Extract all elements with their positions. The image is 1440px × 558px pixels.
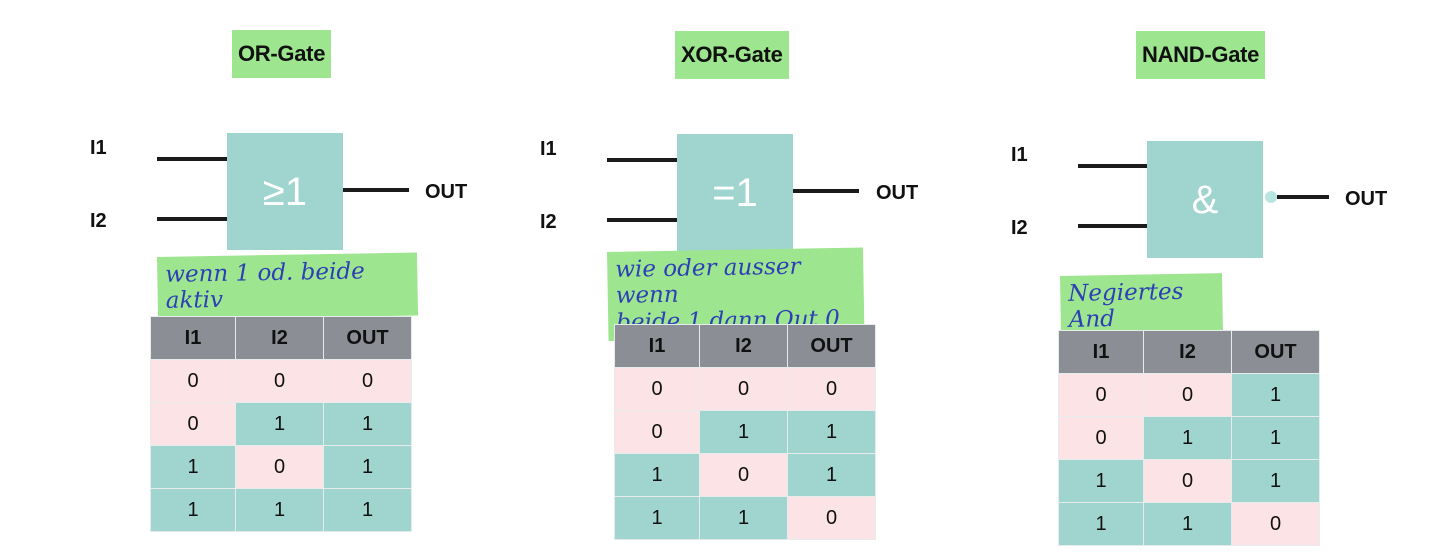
table-cell: 1 xyxy=(235,488,324,532)
xor-output-label: OUT xyxy=(876,182,919,204)
table-cell: 0 xyxy=(150,359,236,403)
table-cell: 0 xyxy=(614,410,700,454)
table-cell: 1 xyxy=(787,453,876,497)
table-header-cell: OUT xyxy=(787,324,876,368)
table-row: 0 0 0 xyxy=(614,367,876,411)
nand-input-i2-wire xyxy=(1078,224,1148,228)
or-input-i2-label: I2 xyxy=(90,210,107,232)
table-header-row: I1 I2 OUT xyxy=(614,324,876,368)
nand-gate-panel: NAND-Gate I1 I2 & OUT Negiertes And I1 I… xyxy=(0,0,1387,558)
table-cell: 0 xyxy=(787,367,876,411)
nand-input-i2-label: I2 xyxy=(1011,217,1028,239)
table-cell: 0 xyxy=(614,367,700,411)
table-header-cell: I1 xyxy=(1058,330,1144,374)
table-cell: 0 xyxy=(235,359,324,403)
table-cell: 0 xyxy=(150,402,236,446)
table-row: 0 1 1 xyxy=(150,402,412,446)
table-cell: 0 xyxy=(699,453,788,497)
nand-gate-title: NAND-Gate xyxy=(1136,31,1266,79)
nand-input-i1-label: I1 xyxy=(1011,144,1028,166)
nand-negation-bubble xyxy=(1265,191,1277,203)
table-row: 0 0 0 xyxy=(150,359,412,403)
xor-input-i1-label: I1 xyxy=(540,138,557,160)
table-cell: 1 xyxy=(150,488,236,532)
or-truth-table: I1 I2 OUT 0 0 0 0 1 1 1 0 1 1 xyxy=(150,316,412,532)
table-cell: 1 xyxy=(614,496,700,540)
xor-truth-table: I1 I2 OUT 0 0 0 0 1 1 1 0 1 1 xyxy=(614,324,876,540)
table-header-cell: OUT xyxy=(323,316,412,360)
nand-input-i1-wire xyxy=(1078,164,1148,168)
table-header-cell: OUT xyxy=(1231,330,1320,374)
table-cell: 1 xyxy=(699,410,788,454)
or-gate-symbol: ≥1 xyxy=(227,133,343,250)
or-input-i1-label: I1 xyxy=(90,137,107,159)
table-header-row: I1 I2 OUT xyxy=(150,316,412,360)
table-cell: 1 xyxy=(699,496,788,540)
table-cell: 1 xyxy=(323,445,412,489)
table-cell: 0 xyxy=(787,496,876,540)
table-cell: 0 xyxy=(1143,459,1232,503)
table-row: 1 0 1 xyxy=(1058,459,1320,503)
table-row: 1 0 1 xyxy=(614,453,876,497)
or-input-i2-wire xyxy=(157,217,227,221)
table-cell: 0 xyxy=(1143,373,1232,417)
table-cell: 0 xyxy=(699,367,788,411)
table-cell: 1 xyxy=(1231,416,1320,460)
nand-truth-table: I1 I2 OUT 0 0 1 0 1 1 1 0 1 1 xyxy=(1058,330,1320,546)
or-gate-title: OR-Gate xyxy=(232,30,332,78)
xor-input-i2-wire xyxy=(607,218,677,222)
table-cell: 1 xyxy=(235,402,324,446)
table-row: 1 1 0 xyxy=(1058,502,1320,546)
nand-output-label: OUT xyxy=(1345,188,1388,210)
xor-input-i2-label: I2 xyxy=(540,211,557,233)
table-header-cell: I1 xyxy=(614,324,700,368)
table-cell: 1 xyxy=(1231,373,1320,417)
table-header-row: I1 I2 OUT xyxy=(1058,330,1320,374)
table-row: 1 1 1 xyxy=(150,488,412,532)
table-header-cell: I2 xyxy=(699,324,788,368)
xor-output-wire xyxy=(793,189,859,193)
table-cell: 1 xyxy=(1231,459,1320,503)
table-row: 1 1 0 xyxy=(614,496,876,540)
xor-gate-symbol: =1 xyxy=(677,134,793,251)
xor-gate-panel: XOR-Gate I1 I2 =1 OUT wie oder ausser we… xyxy=(0,0,918,558)
table-cell: 1 xyxy=(1058,459,1144,503)
table-cell: 0 xyxy=(1058,416,1144,460)
or-output-label: OUT xyxy=(425,181,468,203)
table-row: 0 1 1 xyxy=(614,410,876,454)
table-cell: 0 xyxy=(1231,502,1320,546)
table-cell: 1 xyxy=(323,402,412,446)
table-cell: 1 xyxy=(787,410,876,454)
or-output-wire xyxy=(343,188,409,192)
nand-gate-handwritten-note: Negiertes And xyxy=(1060,273,1224,339)
xor-input-i1-wire xyxy=(607,158,677,162)
table-cell: 1 xyxy=(323,488,412,532)
table-row: 0 1 1 xyxy=(1058,416,1320,460)
table-row: 0 0 1 xyxy=(1058,373,1320,417)
or-gate-panel: OR-Gate I1 I2 ≥1 OUT wenn 1 od. beide ak… xyxy=(0,0,467,558)
xor-gate-title: XOR-Gate xyxy=(675,31,789,79)
table-cell: 0 xyxy=(1058,373,1144,417)
table-header-cell: I2 xyxy=(1143,330,1232,374)
table-cell: 0 xyxy=(235,445,324,489)
nand-output-wire xyxy=(1277,195,1329,199)
table-cell: 1 xyxy=(1143,416,1232,460)
table-cell: 1 xyxy=(1058,502,1144,546)
table-cell: 1 xyxy=(614,453,700,497)
table-cell: 1 xyxy=(1143,502,1232,546)
or-input-i1-wire xyxy=(157,157,227,161)
nand-gate-symbol: & xyxy=(1147,141,1263,258)
